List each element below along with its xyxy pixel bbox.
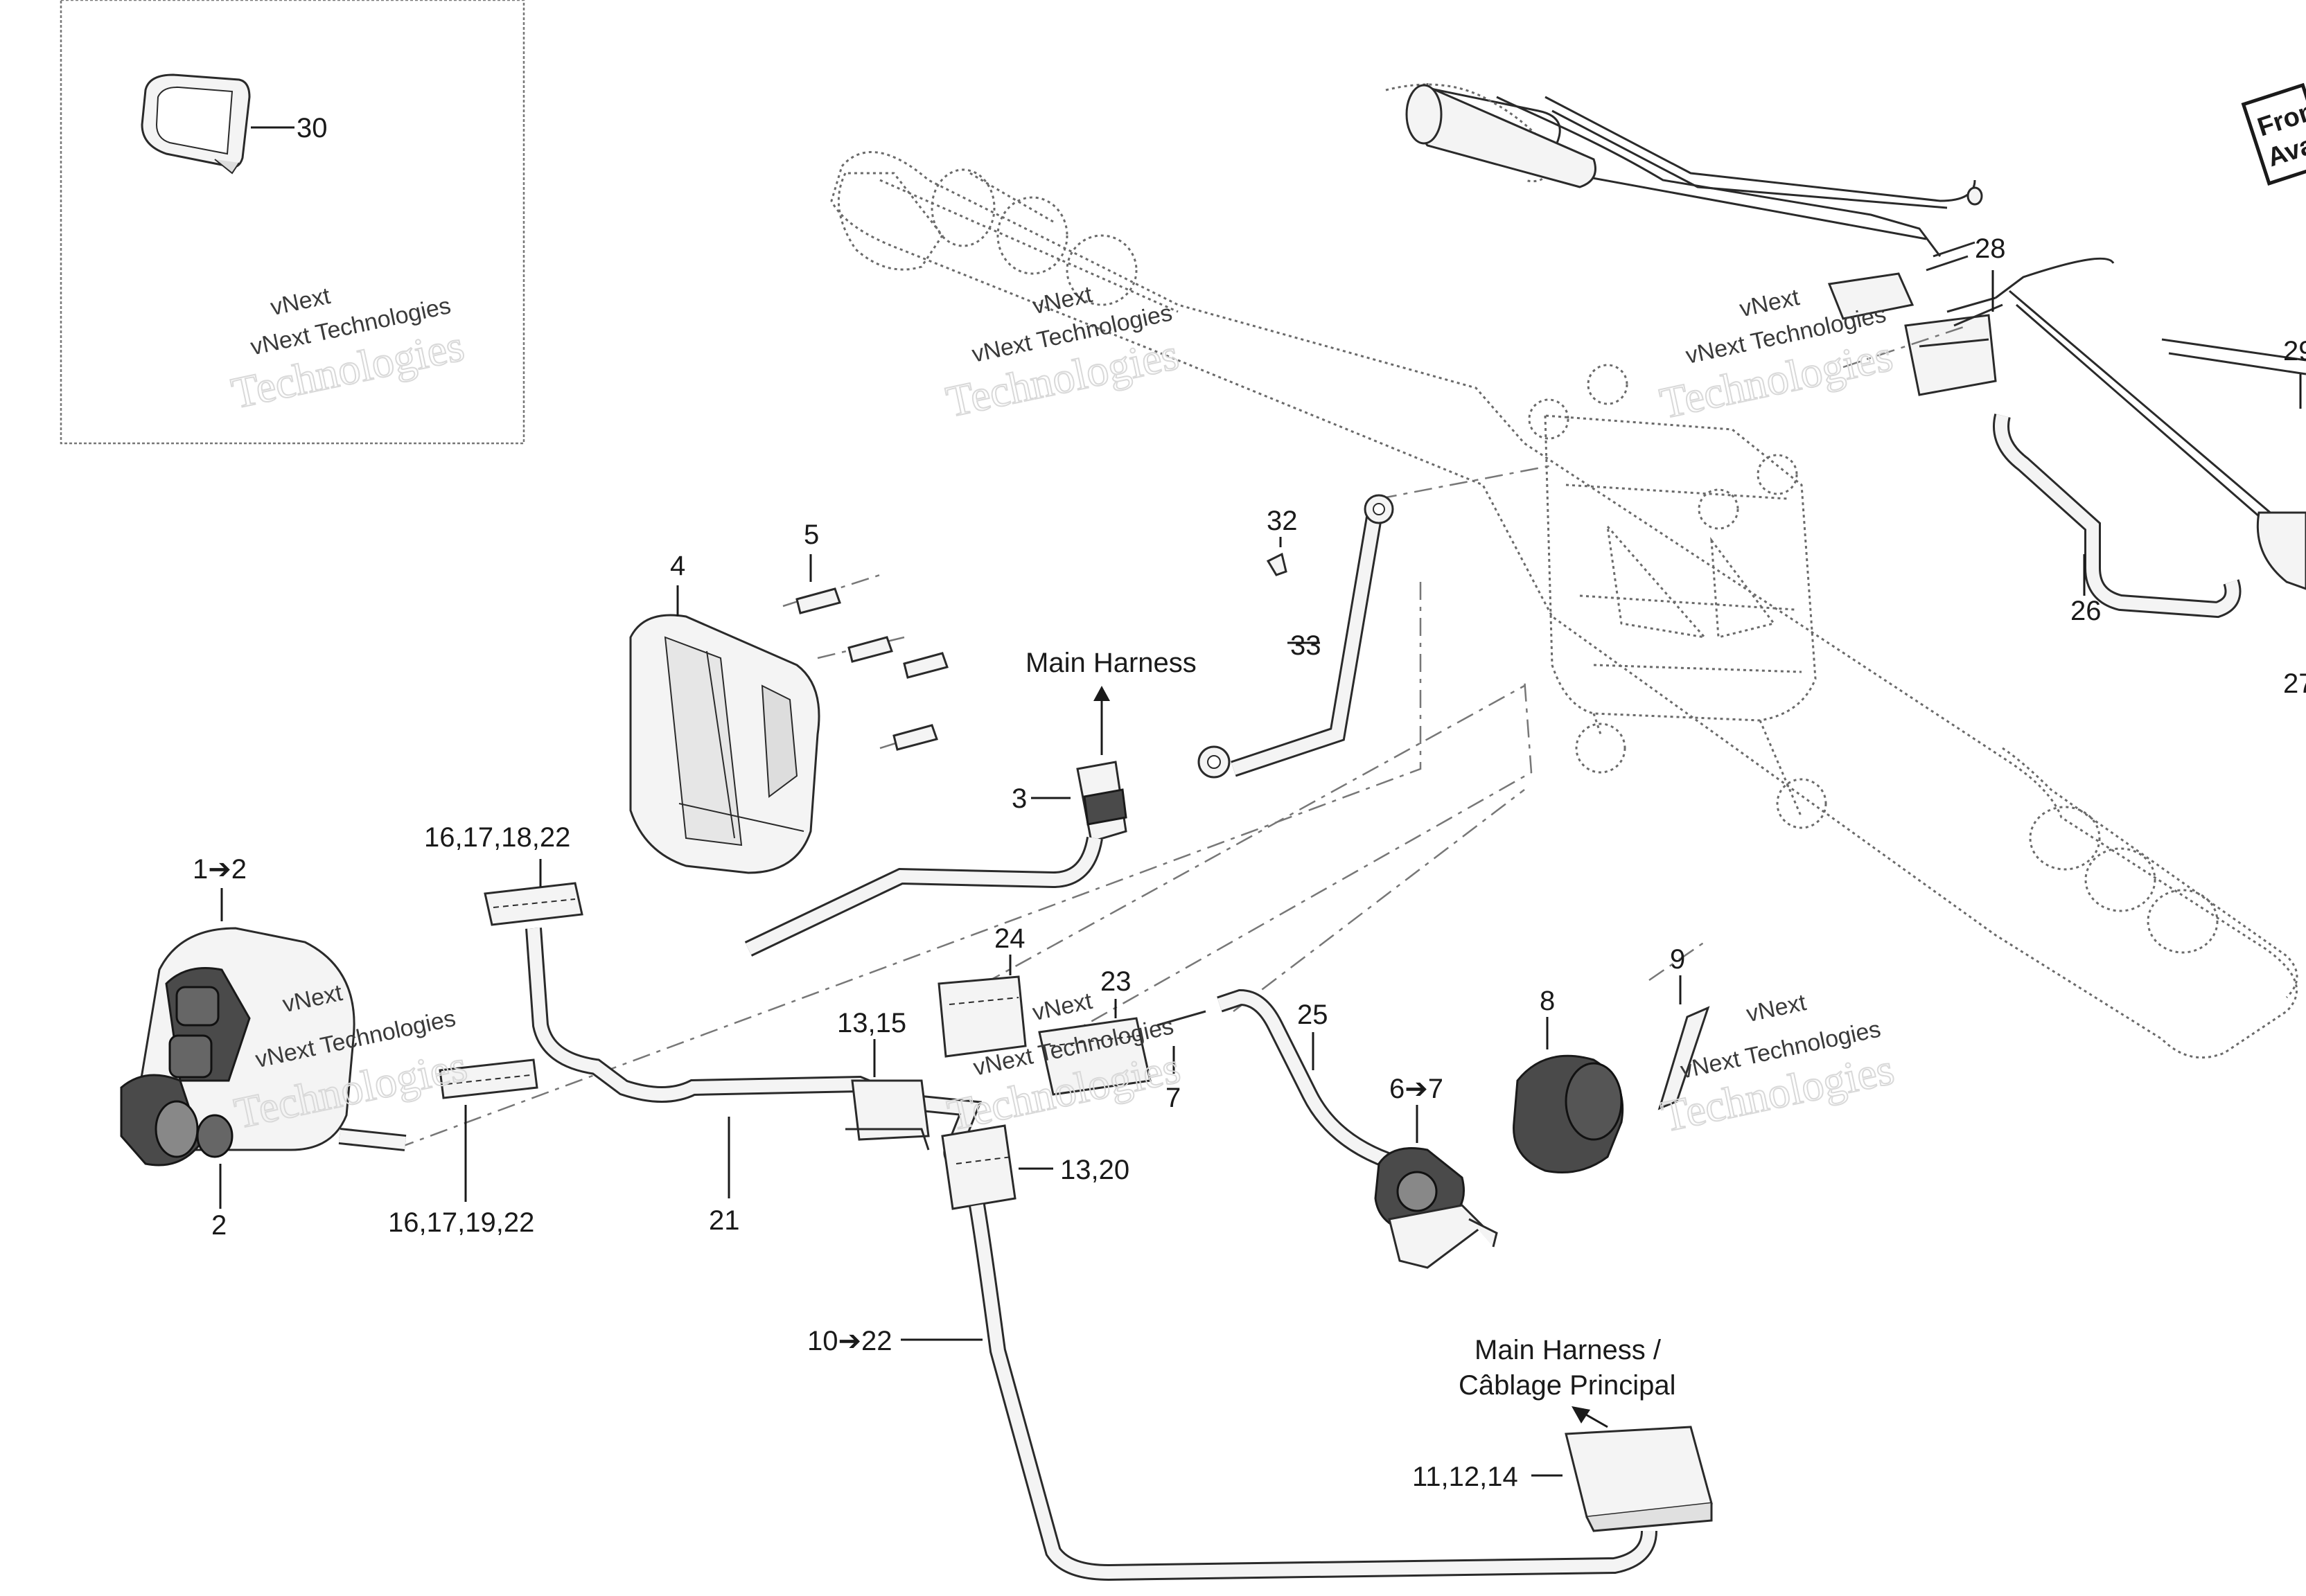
part-5-screws: 5 [795, 520, 949, 751]
label-27: 27 [2283, 668, 2306, 699]
connector-13-15: 13,15 [837, 1008, 930, 1151]
label-23: 23 [1100, 966, 1132, 997]
label-25: 25 [1297, 1000, 1328, 1030]
label-9: 9 [1670, 944, 1685, 975]
inset-frame: 30 [60, 0, 525, 445]
label-6-7: 6➔7 [1389, 1074, 1443, 1104]
connector-24: 24 [938, 923, 1027, 1058]
connector-16-17-19-22: 16,17,19,22 [388, 1058, 538, 1238]
connector-11-12-14: 11,12,14 Main Harness / Câblage Principa… [1412, 1335, 1713, 1532]
label-21: 21 [709, 1205, 740, 1236]
part-1-switch-assembly: 1➔2 2 [120, 854, 407, 1241]
watermark-top: vNext [1737, 284, 1802, 322]
part-9-pin: 9 [1657, 944, 1710, 1110]
watermark-top: vNext [1744, 989, 1808, 1027]
main-harness-label: Main Harness [1026, 648, 1197, 678]
label-16-17-18-22: 16,17,18,22 [424, 822, 570, 853]
connector-23: 23 7 [1038, 966, 1206, 1113]
label-8: 8 [1540, 986, 1555, 1016]
part-6-switch: 6➔7 [1374, 1074, 1498, 1269]
watermark-top: vNext [268, 283, 333, 321]
part-10-22-lead: 10➔22 [807, 1204, 1657, 1581]
label-26: 26 [2070, 596, 2102, 626]
watermarks: vNext vNext Technologies Technologies vN… [227, 281, 1899, 1142]
main-harness-fr-line1: Main Harness / [1475, 1335, 1662, 1365]
label-7: 7 [1165, 1083, 1181, 1113]
label-30: 30 [297, 113, 328, 143]
throttle-cable [1385, 82, 1983, 257]
label-2: 2 [211, 1210, 227, 1241]
label-16-17-19-22: 16,17,19,22 [388, 1207, 534, 1238]
part-25-lead: 25 [1217, 988, 1417, 1179]
watermark-top: vNext [1030, 988, 1095, 1026]
label-28: 28 [1975, 233, 2006, 264]
label-13-15: 13,15 [837, 1008, 906, 1038]
label-32: 32 [1267, 506, 1298, 536]
main-harness-fr-line2: Câblage Principal [1459, 1370, 1676, 1401]
watermark-top: vNext [1030, 281, 1095, 319]
handlebar [830, 151, 2298, 1059]
label-33: 33 [1290, 630, 1321, 661]
part-21-wiring-harness: 21 [525, 928, 1007, 1236]
label-5: 5 [804, 520, 819, 550]
connector-13-20: 13,20 [941, 1124, 1129, 1210]
label-24: 24 [994, 923, 1026, 954]
part-4-switch-housing: 4 [629, 551, 820, 874]
alignment-lines [401, 324, 1969, 1148]
connector-16-17-18-22: 16,17,18,22 [424, 822, 583, 926]
label-29: 29 [2283, 336, 2306, 366]
part-33-ground-strap: 33 32 [1197, 494, 1394, 779]
label-13-20: 13,20 [1060, 1155, 1129, 1185]
part-26-line: 26 29 27 [1993, 336, 2306, 699]
label-10-22: 10➔22 [807, 1326, 892, 1356]
part-3-sensor: Main Harness 3 [744, 648, 1197, 957]
label-11-12-14: 11,12,14 [1412, 1462, 1518, 1492]
front-sign: Front Avant [2241, 82, 2306, 186]
part-8-knob: 8 [1513, 986, 1624, 1173]
label-3: 3 [1012, 783, 1027, 814]
label-4: 4 [670, 551, 685, 581]
label-1-2: 1➔2 [193, 854, 247, 885]
